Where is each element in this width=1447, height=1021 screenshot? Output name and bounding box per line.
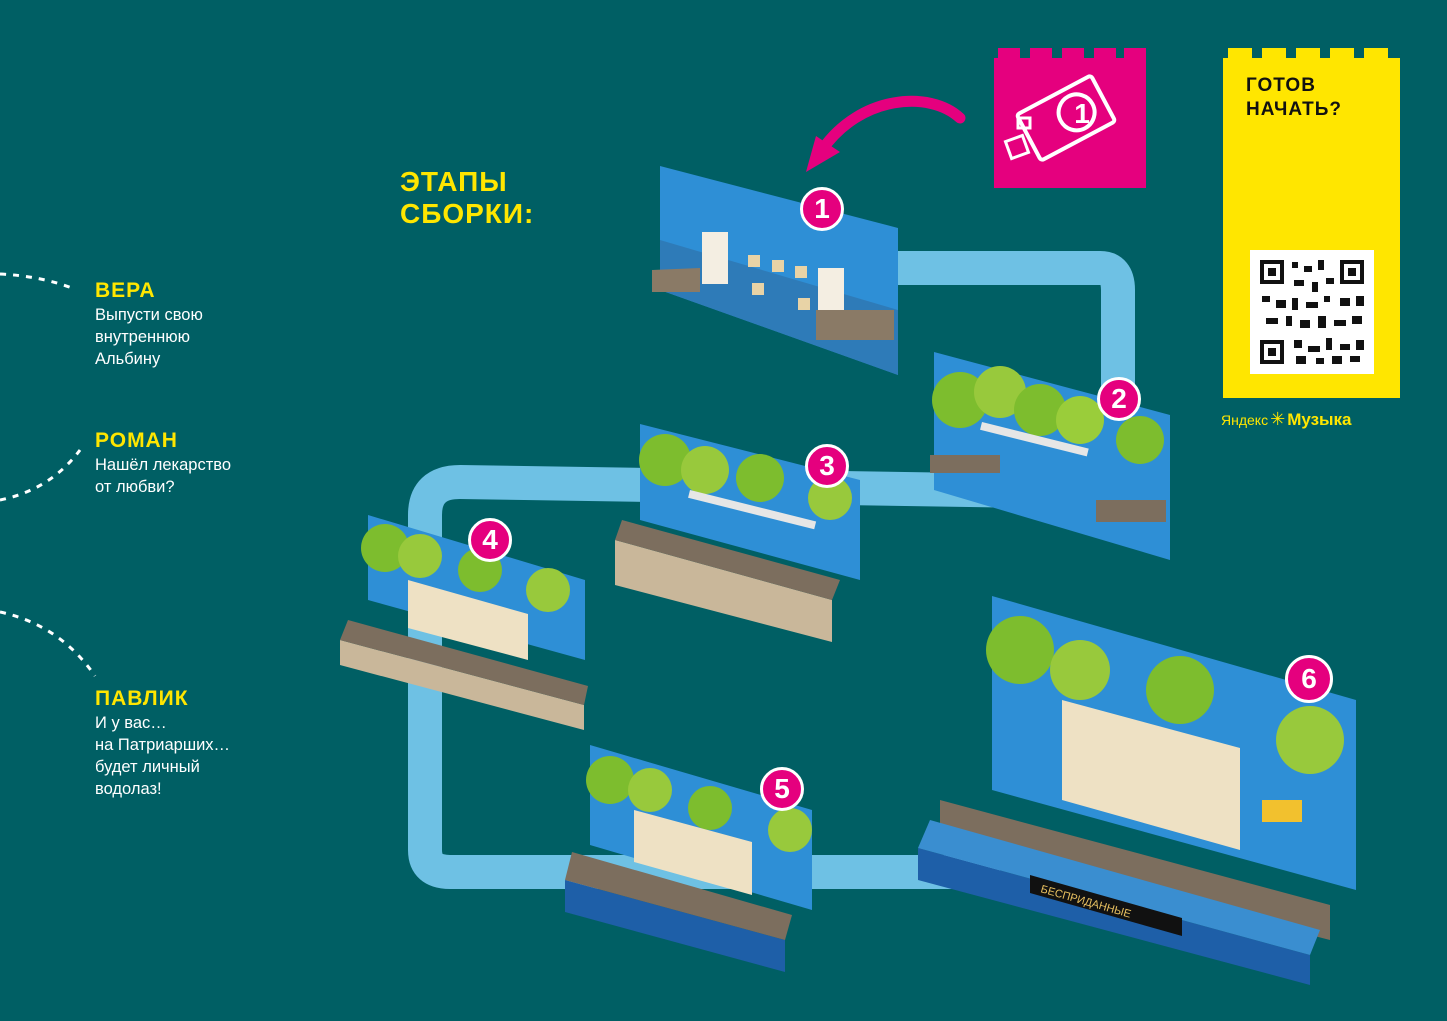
dotted-line-pavlik <box>0 612 95 676</box>
character-pavlik: ПАВЛИК И у вас… на Патриарших… будет лич… <box>95 688 325 800</box>
character-name: РОМАН <box>95 430 325 452</box>
character-name: ПАВЛИК <box>95 688 325 710</box>
character-name: ВЕРА <box>95 280 325 302</box>
character-quote: И у вас… на Патриарших… будет личный вод… <box>95 712 325 800</box>
build-step-1 <box>652 166 898 375</box>
packet-number: 1 <box>1062 98 1102 130</box>
step-badge-2: 2 <box>1097 377 1141 421</box>
dotted-line-vera <box>0 274 72 288</box>
character-vera: ВЕРА Выпусти свою внутреннюю Альбину <box>95 280 325 370</box>
arrow <box>822 101 960 150</box>
step-badge-6: 6 <box>1285 655 1333 703</box>
step-badge-5: 5 <box>760 767 804 811</box>
banner-heading: ГОТОВ НАЧАТЬ? <box>1246 74 1342 122</box>
step-badge-4: 4 <box>468 518 512 562</box>
step-badge-3: 3 <box>805 444 849 488</box>
build-step-6: БЕСПРИДАННЫЕ <box>918 596 1356 985</box>
character-roman: РОМАН Нашёл лекарство от любви? <box>95 430 325 498</box>
character-quote: Нашёл лекарство от любви? <box>95 454 325 498</box>
build-step-4 <box>340 515 588 730</box>
steps-title: ЭТАПЫ СБОРКИ: <box>400 166 534 230</box>
character-quote: Выпусти свою внутреннюю Альбину <box>95 304 325 370</box>
step-badge-1: 1 <box>800 187 844 231</box>
dotted-line-roman <box>0 450 80 500</box>
star-icon: ✳ <box>1270 409 1285 430</box>
yandex-music-logo: Яндекс✳Музыка <box>1221 409 1406 430</box>
